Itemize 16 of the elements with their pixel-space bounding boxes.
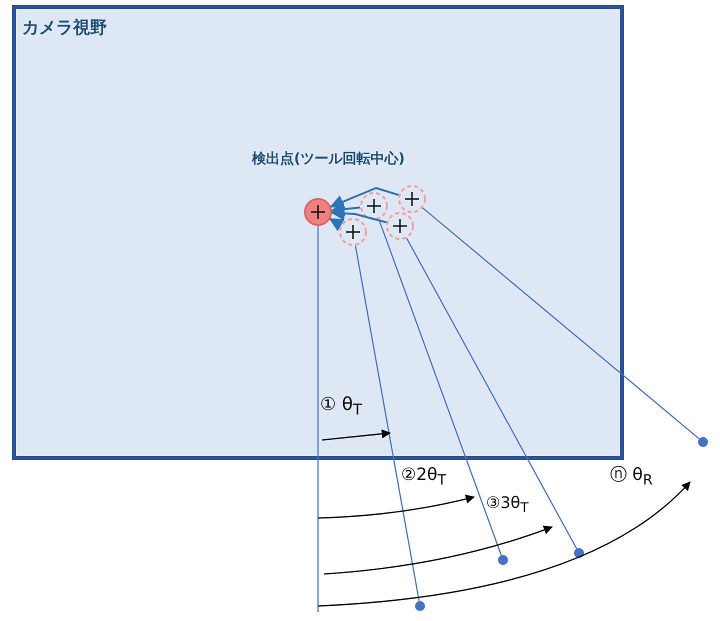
arrow [330, 186, 399, 208]
arrow [328, 218, 345, 232]
angle-label: ⓝ θ$_{R}$ [610, 464, 653, 488]
field-title: カメラ視野 [22, 17, 107, 39]
arrow [330, 206, 387, 224]
connector-line [354, 246, 420, 602]
point-label: 検出点(ツール回転中心) [252, 150, 405, 168]
angle-label: ① θ$_{T}$ [320, 394, 362, 419]
angle-label: ③3θ$_{T}$ [486, 493, 528, 516]
connector-line [406, 238, 578, 549]
angle-label: ②2θ$_{T}$ [401, 465, 446, 488]
connector-line [378, 218, 502, 556]
connector-line [317, 226, 319, 612]
camera-field-box [12, 5, 624, 460]
connector-line [422, 208, 700, 440]
arrow [330, 202, 360, 216]
